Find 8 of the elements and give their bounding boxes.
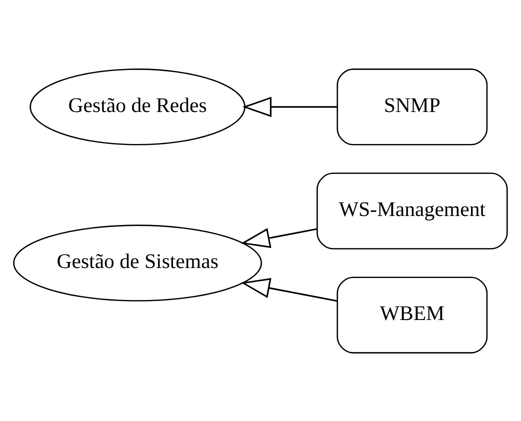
arrow <box>242 96 338 117</box>
arrow <box>240 278 338 302</box>
node-ellipse: Gestão de Sistemas <box>13 224 262 301</box>
arrow <box>240 228 318 248</box>
node-ellipse: Gestão de Redes <box>30 68 246 145</box>
node-box: SNMP <box>336 68 488 145</box>
node-box: WBEM <box>336 276 488 353</box>
node-box: WS-Management <box>316 172 508 249</box>
